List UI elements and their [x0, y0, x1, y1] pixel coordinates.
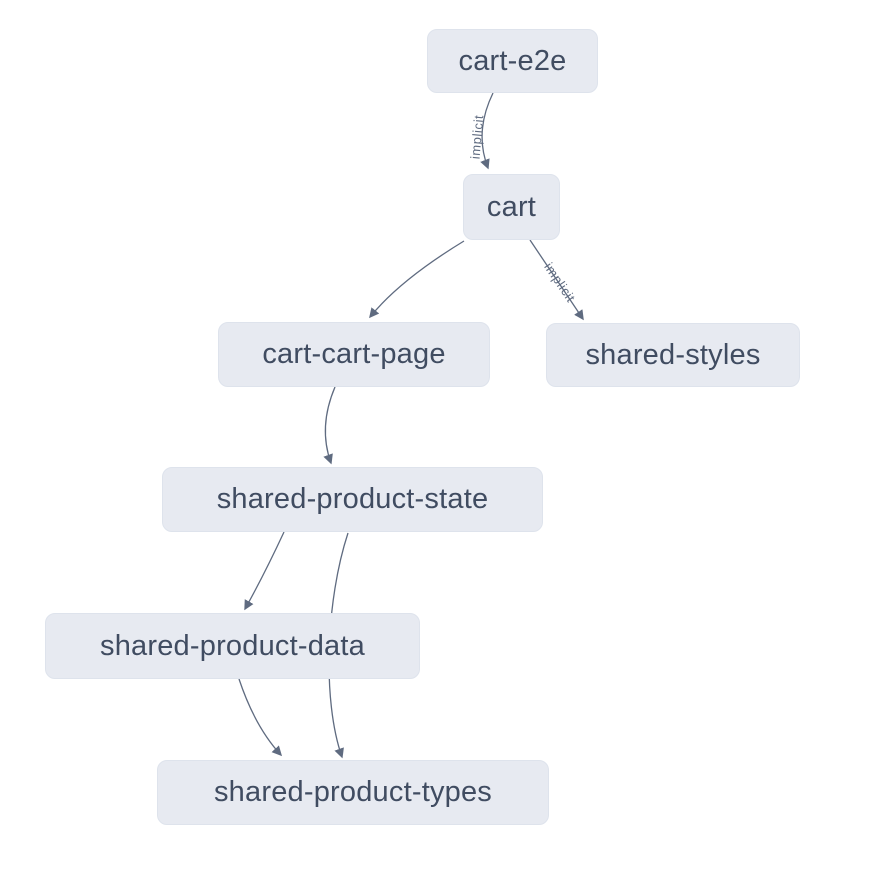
edge-label-implicit: implicit: [468, 114, 487, 160]
graph-edge-cart-to-shared-styles: [529, 239, 584, 321]
graph-node-shared-product-state[interactable]: shared-product-state: [162, 467, 543, 532]
graph-edge-cart-to-cart-cart-page: [369, 240, 465, 319]
graph-node-shared-product-data[interactable]: shared-product-data: [45, 613, 420, 679]
edge-label-implicit: implicit: [541, 260, 578, 305]
graph-edge-cart-e2e-to-cart: [480, 92, 494, 170]
graph-node-cart-e2e[interactable]: cart-e2e: [427, 29, 598, 93]
graph-node-shared-product-types[interactable]: shared-product-types: [157, 760, 549, 825]
graph-node-shared-styles[interactable]: shared-styles: [546, 323, 800, 387]
graph-node-cart[interactable]: cart: [463, 174, 560, 240]
graph-node-cart-cart-page[interactable]: cart-cart-page: [218, 322, 490, 387]
graph-edge-cart-cart-page-to-shared-product-state: [323, 386, 336, 465]
graph-edge-shared-product-state-to-shared-product-data: [244, 531, 285, 611]
graph-edge-shared-product-data-to-shared-product-types: [238, 678, 283, 757]
